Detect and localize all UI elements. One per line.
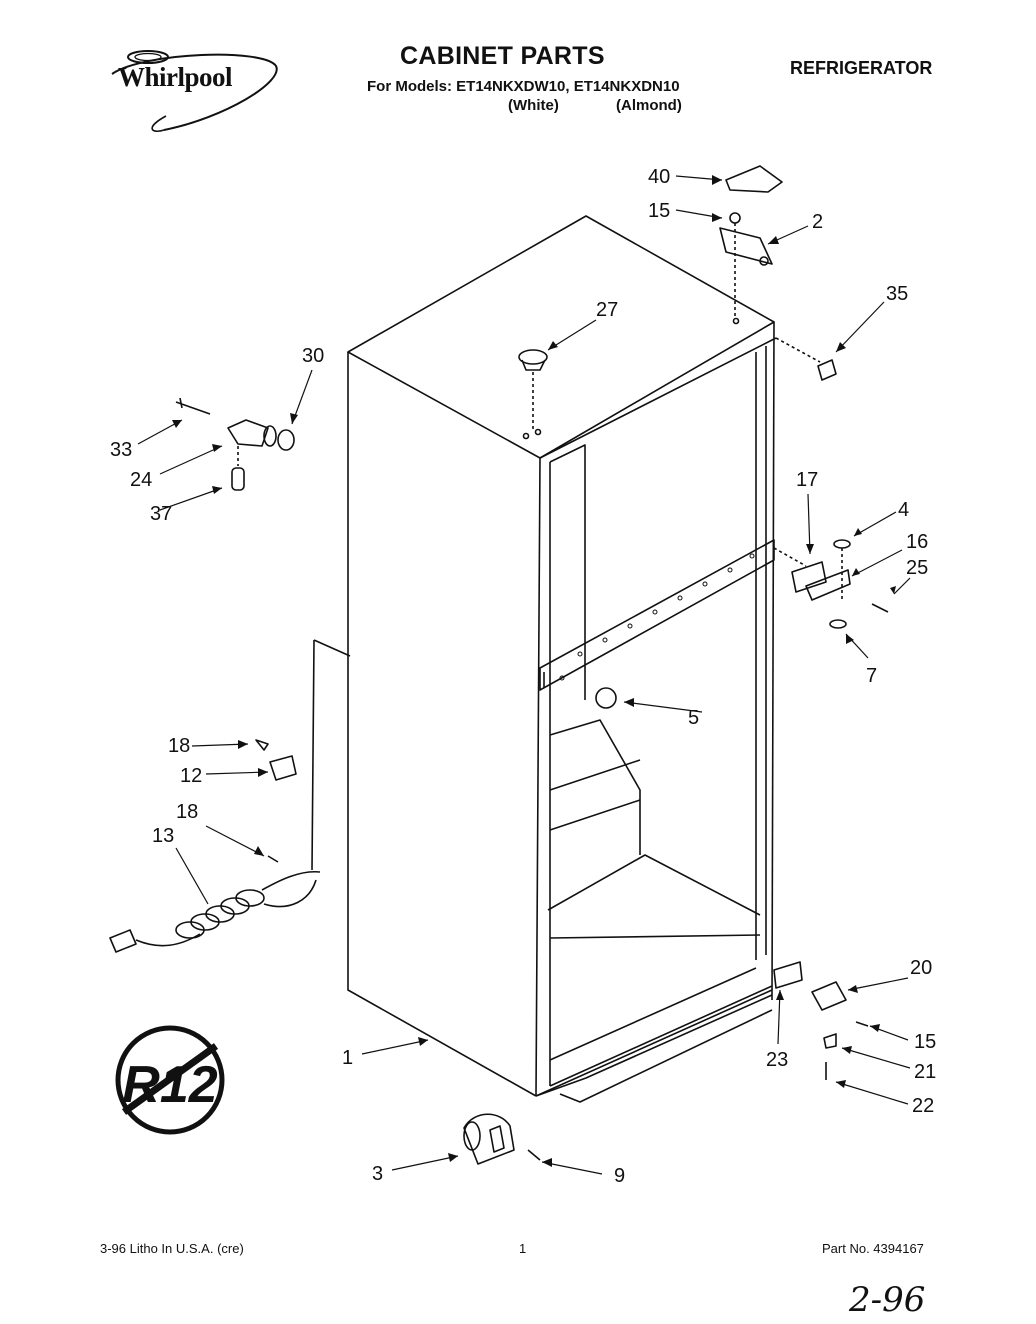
brand-name: Whirlpool bbox=[118, 62, 233, 92]
leader-lines bbox=[137, 175, 911, 1175]
plug-part-5 bbox=[595, 687, 617, 709]
top-hinge-part bbox=[719, 227, 773, 265]
power-cord-part-13 bbox=[109, 870, 321, 953]
clamp-part-12 bbox=[269, 755, 297, 781]
washer-part-7 bbox=[829, 619, 847, 629]
hinge-cover-part bbox=[725, 165, 783, 193]
screw-part bbox=[729, 212, 741, 224]
callout-17: 17 bbox=[796, 469, 818, 491]
screw-part-15b bbox=[855, 1021, 869, 1027]
handwritten-date-note: 2-96 bbox=[848, 1280, 925, 1320]
callout-40: 40 bbox=[648, 166, 670, 188]
plug-part-35 bbox=[817, 359, 837, 381]
callout-2: 2 bbox=[812, 211, 823, 233]
page-number: 1 bbox=[519, 1241, 527, 1256]
callout-25: 25 bbox=[906, 557, 928, 579]
callout-9: 9 bbox=[614, 1165, 625, 1187]
callout-18a: 18 bbox=[168, 735, 190, 757]
top-hole bbox=[732, 317, 740, 325]
pin-part-21 bbox=[823, 1033, 837, 1049]
callout-18b: 18 bbox=[176, 801, 198, 823]
callout-33: 33 bbox=[110, 439, 132, 461]
callout-15b: 15 bbox=[914, 1031, 936, 1053]
screw-part-9 bbox=[527, 1149, 541, 1161]
spacer-part-37 bbox=[231, 467, 245, 491]
cord-guide bbox=[313, 639, 351, 657]
models-line: For Models: ET14NKXDW10, ET14NKXDN10 bbox=[367, 78, 680, 95]
bracket-part-24 bbox=[227, 419, 269, 447]
callout-1: 1 bbox=[342, 1047, 353, 1069]
shim-part-17 bbox=[791, 561, 827, 593]
screw-part-25 bbox=[871, 603, 889, 613]
callout-numbers: 40 15 2 35 27 30 33 24 37 17 4 16 25 7 5… bbox=[110, 166, 936, 1187]
callout-21: 21 bbox=[914, 1061, 936, 1083]
shim-part-23 bbox=[773, 961, 803, 989]
color-almond-label: (Almond) bbox=[616, 97, 682, 114]
top-hole bbox=[522, 432, 530, 440]
washer-part-30 bbox=[277, 429, 295, 451]
callout-15: 15 bbox=[648, 200, 670, 222]
whirlpool-swirl-icon bbox=[111, 50, 278, 132]
callout-4: 4 bbox=[898, 499, 909, 521]
washer-part-4 bbox=[833, 539, 851, 549]
top-hole bbox=[534, 428, 542, 436]
callout-20: 20 bbox=[910, 957, 932, 979]
arrowheads bbox=[172, 175, 896, 1167]
litho-note: 3-96 Litho In U.S.A. (cre) bbox=[100, 1241, 244, 1256]
screw-part-18a bbox=[255, 739, 269, 751]
no-r12-icon: R12 bbox=[115, 1025, 225, 1135]
callout-35: 35 bbox=[886, 283, 908, 305]
callout-23: 23 bbox=[766, 1049, 788, 1071]
category-label: REFRIGERATOR bbox=[790, 58, 933, 78]
page-title: CABINET PARTS bbox=[400, 42, 605, 70]
whirlpool-logo: Whirlpool bbox=[104, 48, 284, 138]
bottom-hinge-part-20 bbox=[811, 981, 847, 1011]
callout-37: 37 bbox=[150, 503, 172, 525]
part-number: Part No. 4394167 bbox=[822, 1241, 924, 1256]
callout-13: 13 bbox=[152, 825, 174, 847]
handwritten-date-text: 2-96 bbox=[848, 1280, 925, 1320]
rail-holes bbox=[559, 553, 755, 681]
callout-22: 22 bbox=[912, 1095, 934, 1117]
color-white-label: (White) bbox=[508, 97, 559, 114]
callout-7: 7 bbox=[866, 665, 877, 687]
callout-27: 27 bbox=[596, 299, 618, 321]
callout-5: 5 bbox=[688, 707, 699, 729]
cabinet-shell bbox=[347, 215, 777, 1103]
callout-24: 24 bbox=[130, 469, 152, 491]
roller-part-3 bbox=[463, 1113, 515, 1165]
callout-3: 3 bbox=[372, 1163, 383, 1185]
screw-part-18b bbox=[267, 855, 279, 863]
callout-16: 16 bbox=[906, 531, 928, 553]
center-hinge-part-16 bbox=[805, 569, 851, 601]
callout-12: 12 bbox=[180, 765, 202, 787]
plug-part-27 bbox=[518, 349, 548, 365]
callout-30: 30 bbox=[302, 345, 324, 367]
